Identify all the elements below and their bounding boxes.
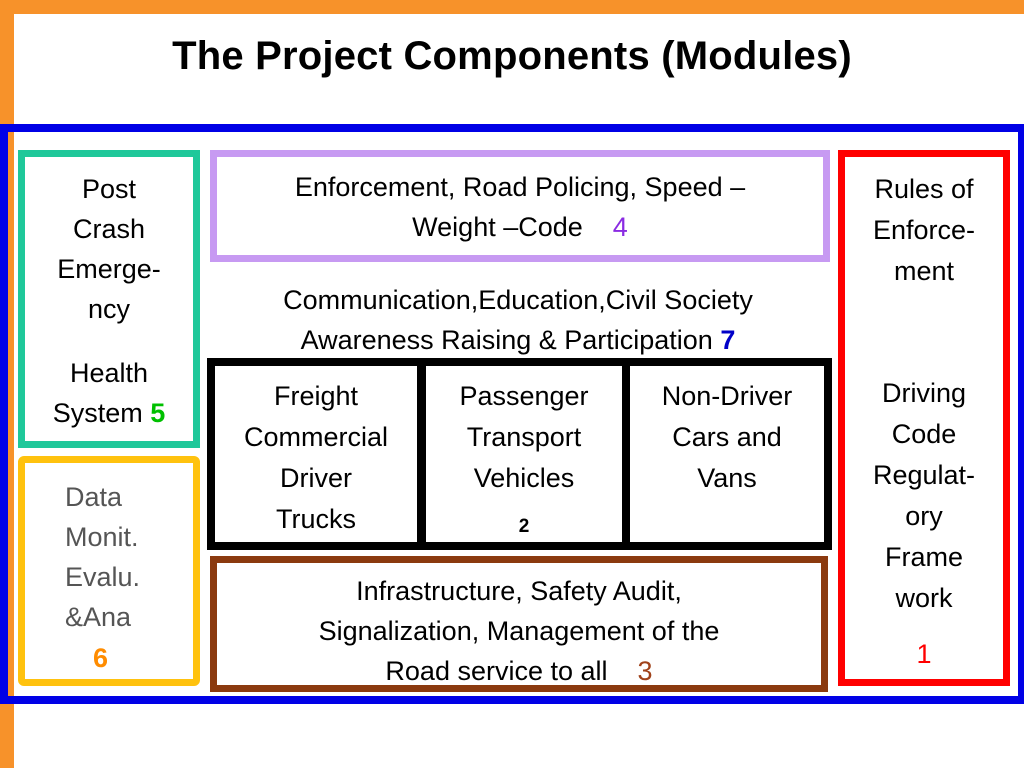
passenger-label: Passenger Transport Vehicles xyxy=(426,376,622,499)
post-crash-line5: Health xyxy=(69,358,149,388)
freight-line3: Driver xyxy=(280,463,352,493)
module-communication: Communication,Education,Civil Society Aw… xyxy=(208,280,828,360)
module-passenger: Passenger Transport Vehicles 2 xyxy=(418,358,630,550)
module-freight: Freight Commercial Driver Trucks xyxy=(207,358,425,550)
passenger-line3: Vehicles xyxy=(473,463,575,493)
data-label: Data Monit. Evalu. &Ana xyxy=(65,477,140,637)
post-crash-line4: ncy xyxy=(87,294,131,324)
freight-line1: Freight xyxy=(273,381,359,411)
rules-line9: work xyxy=(895,583,953,613)
data-line2: Monit. xyxy=(65,522,139,552)
health-system-label: Health System 5 xyxy=(25,353,193,433)
module-number-7: 7 xyxy=(720,325,736,355)
driving-code-label: Driving Code Regulat- ory Frame work xyxy=(845,373,1003,619)
infrastructure-line3-row: Road service to all 3 xyxy=(217,651,821,691)
infrastructure-label: Infrastructure, Safety Audit, Signalizat… xyxy=(217,571,821,691)
communication-line2: Awareness Raising & Participation xyxy=(300,325,713,355)
non-driver-label: Non-Driver Cars and Vans xyxy=(630,376,824,499)
module-enforcement: Enforcement, Road Policing, Speed – Weig… xyxy=(210,150,830,262)
infrastructure-line2: Signalization, Management of the xyxy=(318,616,720,646)
post-crash-title: Post Crash Emerge- ncy xyxy=(25,169,193,329)
rules-line4: Driving xyxy=(881,378,967,408)
enforcement-line2: Weight –Code xyxy=(412,212,583,242)
module-number-1: 1 xyxy=(916,639,932,669)
infrastructure-line3: Road service to all xyxy=(385,656,608,686)
post-crash-line6-row: System 5 xyxy=(25,393,193,433)
freight-line4: Trucks xyxy=(276,504,356,534)
freight-line2: Commercial xyxy=(243,422,389,452)
orange-top-bar xyxy=(0,0,1024,14)
module-number-2: 2 xyxy=(518,516,530,537)
post-crash-line2: Crash xyxy=(72,214,146,244)
enforcement-line1: Enforcement, Road Policing, Speed – xyxy=(294,172,746,202)
module-infrastructure: Infrastructure, Safety Audit, Signalizat… xyxy=(210,556,828,692)
infrastructure-line1: Infrastructure, Safety Audit, xyxy=(356,576,682,606)
passenger-line1: Passenger xyxy=(459,381,589,411)
communication-line1: Communication,Education,Civil Society xyxy=(283,285,753,315)
non-driver-line3: Vans xyxy=(697,463,757,493)
non-driver-line1: Non-Driver xyxy=(661,381,793,411)
rules-line5: Code xyxy=(891,419,957,449)
page-title: The Project Components (Modules) xyxy=(172,34,852,78)
rules-line7: ory xyxy=(905,501,943,531)
module-number-5: 5 xyxy=(150,398,166,428)
rules-label: Rules of Enforce- ment xyxy=(845,169,1003,292)
enforcement-label: Enforcement, Road Policing, Speed – Weig… xyxy=(217,167,823,247)
freight-label: Freight Commercial Driver Trucks xyxy=(215,376,417,540)
post-crash-line3: Emerge- xyxy=(57,254,161,284)
rules-line2: Enforce- xyxy=(872,215,976,245)
module-number-6: 6 xyxy=(93,643,109,673)
post-crash-line1: Post xyxy=(81,174,137,204)
post-crash-line6: System xyxy=(52,398,143,428)
communication-line2-row: Awareness Raising & Participation 7 xyxy=(208,320,828,360)
non-driver-line2: Cars and xyxy=(672,422,782,452)
rules-line1: Rules of xyxy=(874,174,974,204)
data-line3: Evalu. xyxy=(65,562,141,592)
rules-line3: ment xyxy=(893,256,955,286)
data-line4: &Ana xyxy=(65,602,132,632)
enforcement-line2-row: Weight –Code 4 xyxy=(217,207,823,247)
module-number-4: 4 xyxy=(612,212,628,242)
module-non-driver: Non-Driver Cars and Vans xyxy=(622,358,832,550)
module-number-3: 3 xyxy=(637,656,653,686)
module-data: Data Monit. Evalu. &Ana 6 xyxy=(18,456,200,686)
data-line1: Data xyxy=(65,482,123,512)
modules-frame xyxy=(0,124,1024,704)
rules-line8: Frame xyxy=(884,542,963,572)
passenger-line2: Transport xyxy=(466,422,582,452)
module-rules: Rules of Enforce- ment Driving Code Regu… xyxy=(838,150,1010,686)
rules-line6: Regulat- xyxy=(872,460,976,490)
module-post-crash: Post Crash Emerge- ncy Health System 5 xyxy=(18,150,200,448)
